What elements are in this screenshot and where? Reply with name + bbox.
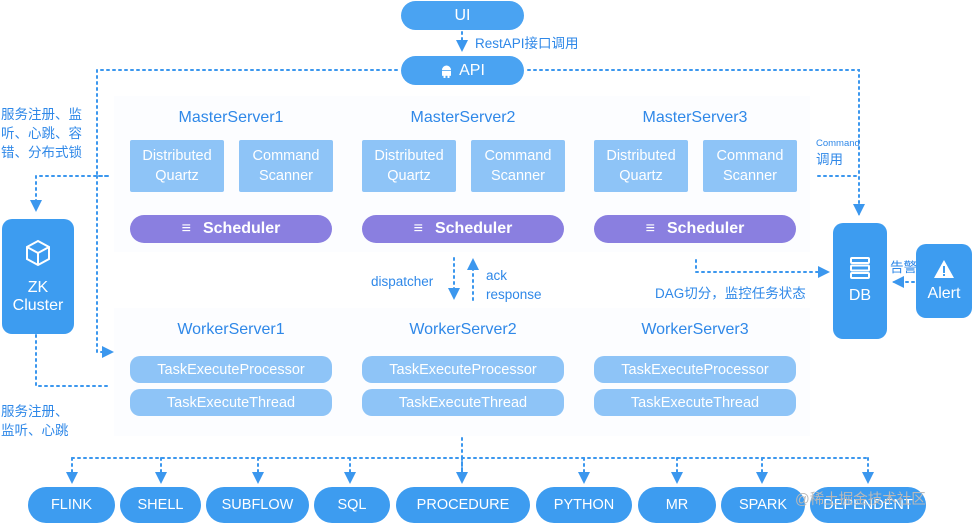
command-scanner-2: Command Scanner bbox=[471, 140, 565, 192]
distributed-quartz-1: Distributed Quartz bbox=[130, 140, 224, 192]
api-node: API bbox=[401, 56, 524, 85]
distributed-quartz-3: Distributed Quartz bbox=[594, 140, 688, 192]
restapi-label: RestAPI接口调用 bbox=[475, 36, 579, 51]
zk-line2: Cluster bbox=[12, 296, 64, 314]
zk-cluster-node: ZK Cluster bbox=[2, 219, 74, 334]
task-execute-processor-2: TaskExecuteProcessor bbox=[362, 356, 564, 383]
database-icon: ≡ bbox=[413, 220, 423, 237]
distributed-quartz-2: Distributed Quartz bbox=[362, 140, 456, 192]
database-icon: ≡ bbox=[645, 220, 655, 237]
server-icon bbox=[850, 257, 870, 279]
db-label: DB bbox=[848, 287, 872, 304]
scheduler-3: ≡ Scheduler bbox=[594, 215, 796, 243]
zk-note-top: 服务注册、监 听、心跳、容 错、分布式锁 bbox=[1, 107, 82, 160]
api-label: API bbox=[459, 61, 485, 79]
task-type-dependent: DEPENDENT bbox=[810, 487, 926, 523]
dag-label: DAG切分，监控任务状态 bbox=[655, 286, 806, 301]
ui-label: UI bbox=[454, 6, 471, 24]
warning-icon bbox=[934, 260, 954, 278]
command-label-en: Command bbox=[816, 138, 860, 149]
scheduler-1: ≡ Scheduler bbox=[130, 215, 332, 243]
ack-label: ack response bbox=[486, 268, 542, 302]
task-type-procedure: PROCEDURE bbox=[396, 487, 530, 523]
database-icon: ≡ bbox=[181, 220, 191, 237]
task-type-sql: SQL bbox=[314, 487, 390, 523]
worker-title-1: WorkerServer1 bbox=[177, 321, 285, 338]
task-execute-processor-3: TaskExecuteProcessor bbox=[594, 356, 796, 383]
alarm-label: 告警 bbox=[890, 260, 917, 275]
master-title-1: MasterServer1 bbox=[178, 109, 284, 126]
db-node: DB bbox=[833, 223, 887, 339]
ui-node: UI bbox=[401, 1, 524, 30]
task-type-subflow: SUBFLOW bbox=[206, 487, 309, 523]
command-scanner-1: Command Scanner bbox=[239, 140, 333, 192]
task-type-flink: FLINK bbox=[28, 487, 115, 523]
zk-note-bottom: 服务注册、 监听、心跳 bbox=[1, 404, 69, 438]
android-icon bbox=[442, 65, 452, 78]
task-execute-thread-1: TaskExecuteThread bbox=[130, 389, 332, 416]
master-title-3: MasterServer3 bbox=[642, 109, 748, 126]
task-execute-processor-1: TaskExecuteProcessor bbox=[130, 356, 332, 383]
worker-title-3: WorkerServer3 bbox=[641, 321, 749, 338]
master-title-2: MasterServer2 bbox=[410, 109, 516, 126]
worker-title-2: WorkerServer2 bbox=[409, 321, 517, 338]
task-type-spark: SPARK bbox=[721, 487, 805, 523]
dispatcher-label: dispatcher bbox=[371, 274, 434, 289]
watermark: @稀土掘金技术社区 bbox=[795, 492, 926, 508]
cube-icon bbox=[26, 239, 50, 266]
alert-label: Alert bbox=[927, 285, 961, 302]
alert-node: Alert bbox=[916, 244, 972, 318]
zk-line1: ZK bbox=[27, 278, 49, 296]
command-scanner-3: Command Scanner bbox=[703, 140, 797, 192]
task-execute-thread-3: TaskExecuteThread bbox=[594, 389, 796, 416]
task-type-shell: SHELL bbox=[120, 487, 201, 523]
task-execute-thread-2: TaskExecuteThread bbox=[362, 389, 564, 416]
scheduler-2: ≡ Scheduler bbox=[362, 215, 564, 243]
task-type-python: PYTHON bbox=[536, 487, 632, 523]
command-label-cn: 调用 bbox=[816, 152, 843, 167]
task-type-mr: MR bbox=[638, 487, 716, 523]
